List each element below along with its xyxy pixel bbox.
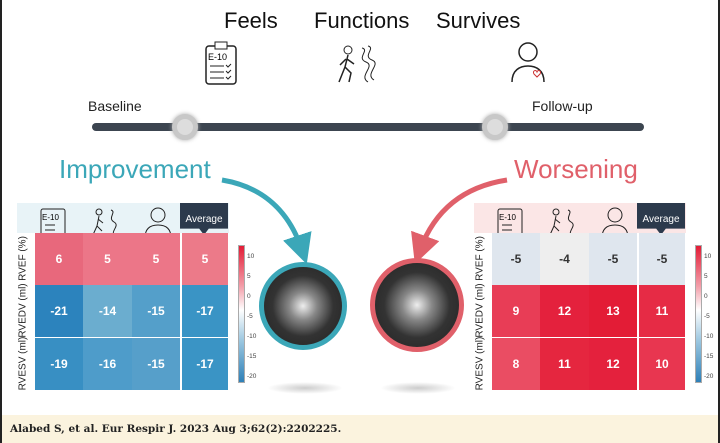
colorbar-tick: -10	[704, 333, 714, 340]
row-label: RVESV (ml)	[17, 336, 29, 391]
colorbar-tick: -10	[247, 333, 257, 340]
colorbar-tick: -15	[247, 353, 257, 360]
row-label: RVEDV (ml)	[17, 283, 29, 338]
walking-icon	[338, 45, 376, 83]
row-label: RVEDV (ml)	[474, 283, 486, 338]
heatmap-cell: -21	[35, 285, 83, 337]
heatmap-cell: -5	[637, 233, 685, 285]
colorbar-tick: -20	[704, 373, 714, 380]
heatmap-cell: -5	[589, 233, 637, 285]
baseline-marker	[172, 114, 198, 140]
followup-marker	[482, 114, 508, 140]
timeline-bar	[92, 123, 644, 131]
heatmap-cell: -17	[180, 338, 228, 390]
e10-label: E-10	[42, 213, 59, 222]
shadow	[380, 382, 456, 394]
heatmap-cell: -17	[180, 285, 228, 337]
e10-label: E-10	[499, 213, 516, 222]
heatmap-cell: 5	[132, 233, 180, 285]
improvement-label: Improvement	[59, 154, 211, 184]
functions-title: Functions	[314, 8, 410, 33]
clipboard-icon: E-10	[205, 41, 237, 85]
colorbar-tick: -15	[704, 353, 714, 360]
colorbar	[238, 245, 245, 383]
baseline-label: Baseline	[88, 98, 142, 114]
heatmap-cell: 11	[540, 338, 589, 390]
heatmap-cell: -19	[35, 338, 83, 390]
person-heart-icon	[601, 207, 629, 238]
followup-label: Follow-up	[532, 98, 593, 114]
colorbar-tick: 0	[704, 293, 708, 300]
arrows	[221, 177, 508, 265]
mri-improvement-image	[259, 262, 347, 350]
colorbar	[695, 245, 702, 383]
colorbar-tick: 0	[247, 293, 251, 300]
colorbar-tick: -20	[247, 373, 257, 380]
heatmap-cell: -15	[132, 338, 180, 390]
heatmap-cell: 12	[540, 285, 589, 337]
heatmap-cell: 9	[492, 285, 540, 337]
heatmap-cell: 13	[589, 285, 637, 337]
heatmap-cell: -5	[492, 233, 540, 285]
shadow	[267, 382, 343, 394]
svg-text:E-10: E-10	[208, 52, 227, 62]
heatmap-cell: 6	[35, 233, 83, 285]
heatmap-cell: 5	[180, 233, 228, 285]
colorbar-tick: 10	[704, 253, 712, 260]
feels-title: Feels	[224, 8, 278, 33]
colorbar-tick: 5	[247, 273, 251, 280]
heatmap-cell: 12	[589, 338, 637, 390]
survives-title: Survives	[436, 8, 521, 33]
row-label: RVESV (ml)	[474, 336, 486, 391]
heatmap-cell: 8	[492, 338, 540, 390]
colorbar-tick: -5	[247, 313, 253, 320]
colorbar-tick: 10	[247, 253, 255, 260]
heatmap-cell: 10	[637, 338, 685, 390]
heatmap-cell: -15	[132, 285, 180, 337]
worsening-arrow	[411, 177, 508, 265]
worsening-label: Worsening	[514, 154, 638, 184]
heatmap-cell: -16	[83, 338, 132, 390]
person-heart-icon	[144, 207, 172, 238]
colorbar-tick: -5	[704, 313, 710, 320]
heatmap-cell: 11	[637, 285, 685, 337]
person-heart-icon	[511, 42, 545, 83]
heatmap-cell: -14	[83, 285, 132, 337]
heatmap-cell: -4	[540, 233, 589, 285]
heatmap-cell: 5	[83, 233, 132, 285]
citation: Alabed S, et al. Eur Respir J. 2023 Aug …	[2, 415, 718, 443]
row-label: RVEF (%)	[474, 236, 486, 281]
row-label: RVEF (%)	[17, 236, 29, 281]
improvement-arrow	[221, 177, 312, 265]
colorbar-tick: 5	[704, 273, 708, 280]
mri-worsening-image	[370, 258, 464, 352]
